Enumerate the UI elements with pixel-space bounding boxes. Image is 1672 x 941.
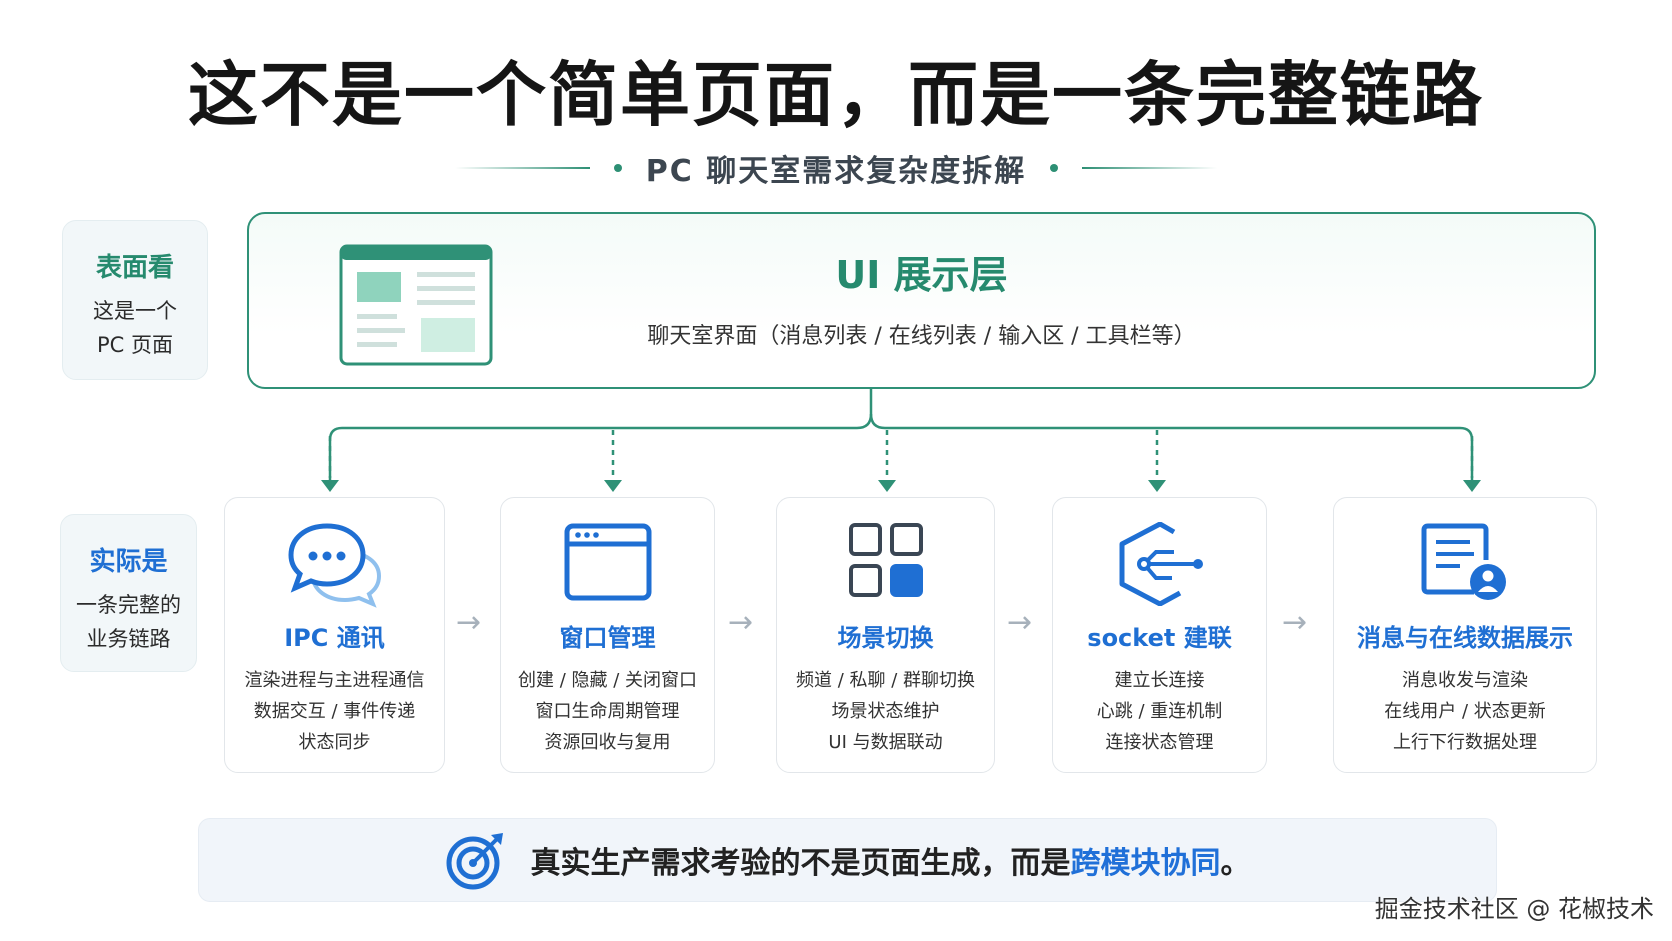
side-label-actual-text: 一条完整的 业务链路	[76, 593, 181, 651]
module-socket-title: socket 建联	[1087, 624, 1232, 652]
flow-arrow-2: →	[728, 605, 754, 640]
target-icon	[446, 833, 503, 890]
module-messages-lines: 消息收发与渲染 在线用户 / 状态更新 上行下行数据处理	[1384, 670, 1546, 753]
module-window-lines: 创建 / 隐藏 / 关闭窗口 窗口生命周期管理 资源回收与复用	[517, 670, 697, 753]
subtitle-dot-right	[1050, 164, 1059, 172]
module-ipc-title: IPC 通讯	[284, 624, 385, 652]
module-window-title: 窗口管理	[559, 624, 656, 652]
side-label-surface: 表面看 这是一个 PC 页面	[62, 220, 208, 380]
subtitle-line-left	[454, 167, 590, 169]
subtitle: PC 聊天室需求复杂度拆解	[645, 154, 1027, 189]
module-scene-title: 场景切换	[837, 624, 934, 652]
window-icon	[564, 523, 651, 601]
connector-arrowheads	[321, 480, 1481, 492]
module-messages: 消息与在线数据展示 消息收发与渲染 在线用户 / 状态更新 上行下行数据处理	[1333, 497, 1597, 773]
watermark: 掘金技术社区 @ 花椒技术	[1374, 895, 1654, 923]
module-ipc: IPC 通讯 渲染进程与主进程通信 数据交互 / 事件传递 状态同步	[224, 497, 445, 773]
connection-hexagon-icon	[1119, 522, 1203, 606]
module-ipc-lines: 渲染进程与主进程通信 数据交互 / 事件传递 状态同步	[244, 670, 425, 753]
side-label-actual-title: 实际是	[89, 547, 168, 577]
subtitle-line-right	[1082, 167, 1218, 169]
module-socket-lines: 建立长连接 心跳 / 重连机制 连接状态管理	[1096, 670, 1223, 753]
chat-bubbles-icon	[287, 523, 381, 608]
ui-layer-box: UI 展示层 聊天室界面（消息列表 / 在线列表 / 输入区 / 工具栏等）	[247, 212, 1596, 389]
banner-text: 真实生产需求考验的不是页面生成，而是跨模块协同。	[530, 846, 1251, 881]
side-label-surface-title: 表面看	[95, 253, 174, 283]
module-scene: 场景切换 频道 / 私聊 / 群聊切换 场景状态维护 UI 与数据联动	[776, 497, 995, 773]
flow-arrow-1: →	[456, 605, 482, 640]
side-label-surface-text: 这是一个 PC 页面	[93, 299, 177, 357]
module-socket: socket 建联 建立长连接 心跳 / 重连机制 连接状态管理	[1052, 497, 1267, 773]
subtitle-row: PC 聊天室需求复杂度拆解	[0, 146, 1672, 190]
ui-window-icon	[339, 244, 493, 366]
ui-layer-title: UI 展示层	[835, 253, 1008, 297]
side-label-actual: 实际是 一条完整的 业务链路	[60, 514, 197, 672]
page-title: 这不是一个简单页面，而是一条完整链路	[188, 54, 1484, 136]
banner-highlight: 跨模块协同	[1070, 846, 1221, 881]
connector-dashes	[328, 430, 1474, 480]
module-scene-lines: 频道 / 私聊 / 群聊切换 场景状态维护 UI 与数据联动	[795, 670, 975, 753]
module-window: 窗口管理 创建 / 隐藏 / 关闭窗口 窗口生命周期管理 资源回收与复用	[500, 497, 715, 773]
flow-arrow-3: →	[1007, 605, 1033, 640]
module-messages-title: 消息与在线数据展示	[1357, 624, 1573, 652]
ui-layer-description: 聊天室界面（消息列表 / 在线列表 / 输入区 / 工具栏等）	[647, 324, 1196, 349]
document-user-icon	[1421, 523, 1506, 600]
flow-arrow-4: →	[1282, 605, 1308, 640]
bottom-banner: 真实生产需求考验的不是页面生成，而是跨模块协同。	[198, 818, 1497, 902]
subtitle-dot-left	[613, 164, 622, 172]
grid-icon	[848, 523, 923, 597]
